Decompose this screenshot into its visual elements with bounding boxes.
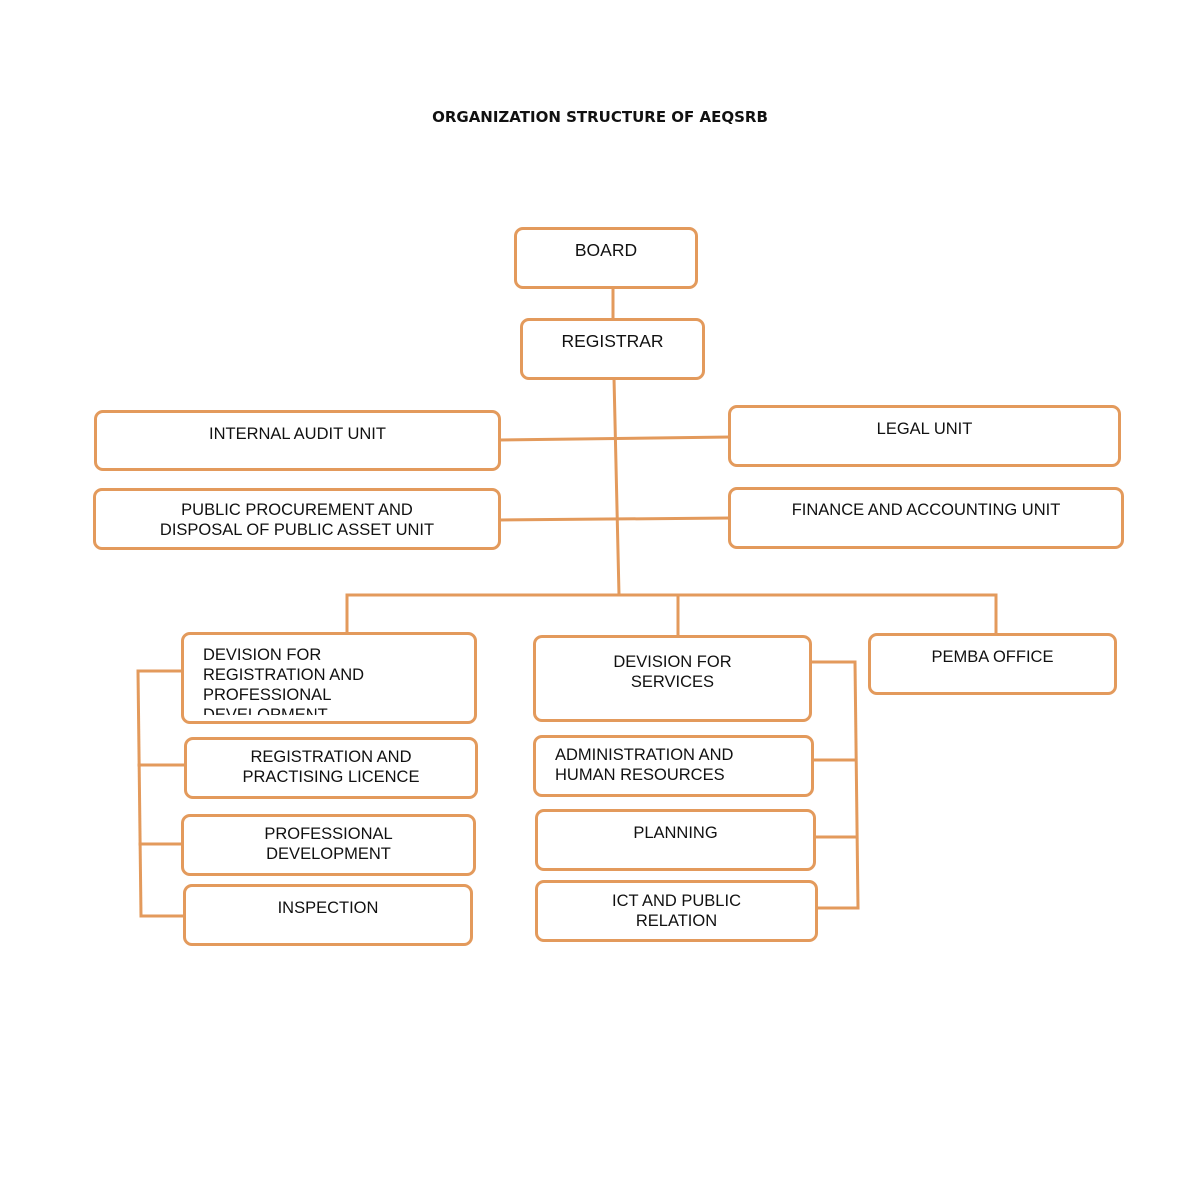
internal-audit-box: INTERNAL AUDIT UNIT	[94, 410, 501, 471]
connector-registrar-trunk	[612, 376, 621, 597]
board-label: BOARD	[574, 240, 638, 260]
internal-audit-label: INTERNAL AUDIT UNIT	[209, 425, 386, 443]
chart-title: ORGANIZATION STRUCTURE OF AEQSRB	[432, 108, 768, 126]
registrar-label: REGISTRAR	[561, 331, 664, 351]
finance-box: FINANCE AND ACCOUNTING UNIT	[728, 487, 1124, 549]
pemba-office-label: PEMBA OFFICE	[931, 648, 1054, 666]
connector-right-spine	[853, 660, 860, 910]
planning-box: PLANNING	[535, 809, 816, 871]
admin-hr-box: ADMINISTRATION AND HUMAN RESOURCES	[533, 735, 814, 797]
inspection-box: INSPECTION	[183, 884, 473, 946]
inspection-label: INSPECTION	[277, 899, 379, 917]
registration-division-label: DEVISION FOR REGISTRATION AND PROFESSION…	[203, 646, 365, 715]
legal-label: LEGAL UNIT	[876, 420, 973, 438]
registration-licence-label: REGISTRATION AND PRACTISING LICENCE	[242, 748, 420, 786]
connector-procurement-finance	[498, 516, 731, 522]
professional-development-box: PROFESSIONAL DEVELOPMENT	[181, 814, 476, 876]
registrar-box: REGISTRAR	[520, 318, 705, 380]
connector-left-spine	[136, 669, 143, 918]
planning-label: PLANNING	[633, 824, 718, 842]
procurement-box: PUBLIC PROCUREMENT AND DISPOSAL OF PUBLI…	[93, 488, 501, 550]
services-division-box: DEVISION FOR SERVICES	[533, 635, 812, 722]
registration-division-box: DEVISION FOR REGISTRATION AND PROFESSION…	[181, 632, 477, 724]
admin-hr-label: ADMINISTRATION AND HUMAN RESOURCES	[555, 746, 734, 784]
pemba-office-box: PEMBA OFFICE	[868, 633, 1117, 695]
registration-licence-box: REGISTRATION AND PRACTISING LICENCE	[184, 737, 478, 799]
finance-label: FINANCE AND ACCOUNTING UNIT	[791, 501, 1061, 519]
ict-label: ICT AND PUBLIC RELATION	[612, 892, 741, 930]
services-division-label: DEVISION FOR SERVICES	[613, 653, 732, 691]
connector-audit-legal	[498, 435, 731, 442]
legal-box: LEGAL UNIT	[728, 405, 1121, 467]
professional-development-label: PROFESSIONAL DEVELOPMENT	[264, 825, 393, 863]
board-box: BOARD	[514, 227, 698, 289]
procurement-label: PUBLIC PROCUREMENT AND DISPOSAL OF PUBLI…	[159, 501, 435, 539]
ict-box: ICT AND PUBLIC RELATION	[535, 880, 818, 942]
